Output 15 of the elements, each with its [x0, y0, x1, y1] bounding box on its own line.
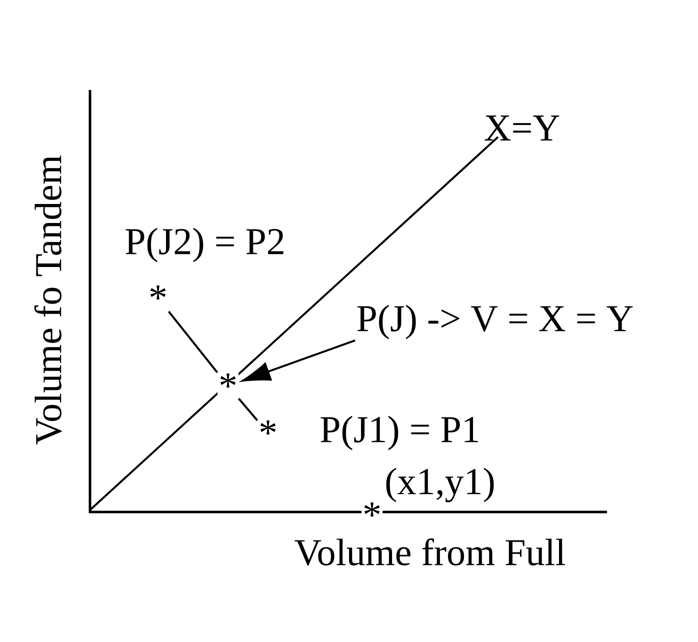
line-label: X=Y [484, 116, 560, 140]
point-label: P(J1) = P1 [320, 416, 478, 450]
asterisk-mark: * [258, 420, 278, 446]
point-label: P(J) -> V = X = Y [355, 304, 635, 340]
connector-line [168, 310, 218, 374]
axis-label: Volume fo Tandem [34, 156, 62, 445]
point-label: P(J2) = P2 [126, 228, 284, 262]
asterisk-mark: * [362, 502, 382, 528]
axis-label: Volume from Full [294, 538, 566, 566]
asterisk-mark: * [218, 372, 238, 400]
node-label: * [220, 374, 236, 388]
point-label: (x1,y1) [386, 468, 494, 502]
node-label: * [364, 502, 380, 516]
asterisk-mark: * [148, 284, 168, 312]
connector-line [238, 398, 258, 422]
